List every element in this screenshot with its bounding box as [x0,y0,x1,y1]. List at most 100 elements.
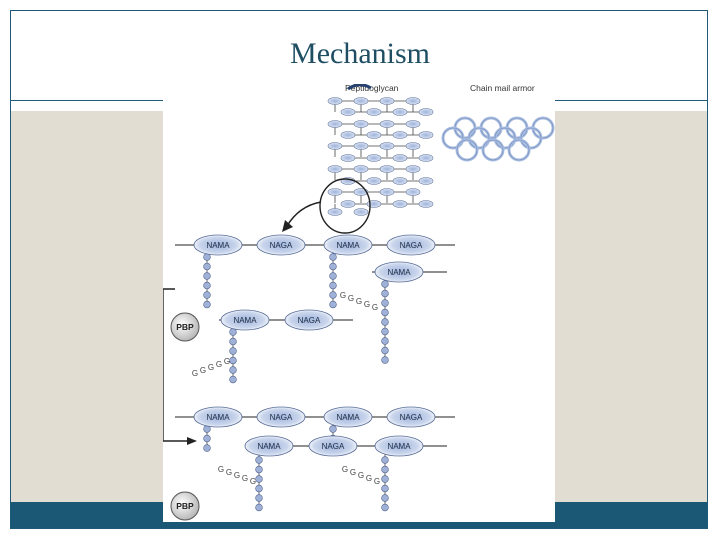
chain-ring-edge [456,139,478,161]
glycine: G [348,294,354,303]
amino-acid [329,281,337,290]
lattice-sugar [379,97,395,105]
naga-oval [308,435,358,457]
amino-acid [329,253,337,261]
amino-acid [229,366,237,374]
amino-acid [381,475,389,483]
glycine: G [226,468,232,477]
glycine: G [216,360,222,369]
nama-label: NAMA [257,442,281,451]
lattice-sugar [418,131,434,139]
amino-acid [329,262,337,271]
lattice-sugar [418,154,434,162]
slide-frame [10,10,708,529]
lattice-sugar [327,120,343,128]
amino-acid [203,434,211,443]
amino-acid [229,356,237,365]
glycine: G [342,465,348,474]
lattice-sugar [405,188,421,196]
amino-acid [203,444,211,452]
naga-label: NAGA [400,241,423,250]
amino-acid [229,375,237,384]
lattice-sugar [353,142,369,150]
magnify-circle [319,178,371,234]
amino-acid [203,272,211,280]
amino-acid [229,328,237,336]
glycine: G [250,477,256,486]
lattice-sugar [405,165,421,173]
glycine: G [224,357,230,366]
lattice-sugar [392,177,408,185]
lattice-sugar [327,165,343,173]
amino-acid [381,346,389,355]
nama-oval [374,435,424,457]
naga-oval [256,234,306,256]
glycine: G [200,366,206,375]
lattice-sugar [327,97,343,105]
nama-oval [323,406,373,428]
glycine: G [350,468,356,477]
amino-acid [255,456,263,464]
glycine: G [358,471,364,480]
amino-acid [381,308,389,317]
lattice-sugar [353,165,369,173]
amino-acid [255,465,263,474]
nama-oval [374,261,424,283]
chain-ring-edge [520,127,542,149]
glycine: G [218,465,224,474]
lattice-sugar [392,154,408,162]
nama-oval [323,234,373,256]
lattice-sugar [366,154,382,162]
lattice-sugar [340,131,356,139]
naga-oval [386,234,436,256]
nama-label: NAMA [387,442,411,451]
amino-acid [203,262,211,271]
lattice-sugar [327,142,343,150]
peptide-chains [203,249,389,512]
lattice-sugar [418,177,434,185]
amino-acid [255,494,263,502]
chain-ring-edge [494,127,516,149]
amino-acid [381,494,389,502]
naga-label: NAGA [400,413,423,422]
nama-oval [244,435,294,457]
process-arrow-head [187,437,197,445]
amino-acid [381,327,389,336]
nama-label: NAMA [206,413,230,422]
amino-acid [381,299,389,307]
peptidoglycan-lattice [327,84,434,216]
lattice-sugar [353,120,369,128]
amino-acid [229,337,237,346]
lattice-sugar [340,108,356,116]
amino-acid [381,280,389,288]
naga-oval [256,406,306,428]
glycine: G [340,291,346,300]
nama-oval [193,406,243,428]
lattice-sugar [379,188,395,196]
lattice-sugar [405,97,421,105]
lattice-sugar [327,188,343,196]
amino-acid [381,503,389,512]
nama-label: NAMA [336,413,360,422]
pbp-label: PBP [176,501,194,511]
lattice-sugar [366,177,382,185]
lattice-sugar [379,165,395,173]
lattice-sugar [418,108,434,116]
process-arrow [163,288,189,442]
chain-mail-rings [441,116,555,162]
chain-ring-edge [442,127,464,149]
nama-oval [220,309,270,331]
glycine: G [374,477,380,486]
lattice-sugar [327,208,343,216]
amino-acid [381,465,389,474]
naga-oval [284,309,334,331]
amino-acid [329,425,337,433]
lattice-sugar [418,200,434,208]
glycine: G [234,471,240,480]
amino-acid [381,289,389,298]
lattice-sugar [379,142,395,150]
amino-acid [381,318,389,326]
